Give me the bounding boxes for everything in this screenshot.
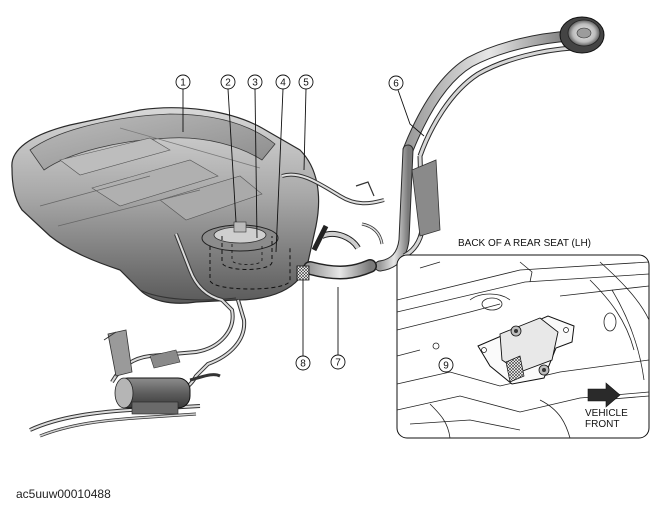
callout-9: 9 bbox=[438, 357, 454, 373]
vehicle-front-line-2: FRONT bbox=[585, 419, 620, 430]
callout-6: 6 bbox=[388, 75, 404, 91]
vehicle-front-label: VEHICLE FRONT bbox=[585, 408, 628, 430]
fuel-lines bbox=[29, 233, 247, 438]
svg-text:8: 8 bbox=[300, 359, 306, 370]
svg-text:5: 5 bbox=[303, 78, 309, 89]
callout-3: 3 bbox=[247, 74, 263, 90]
charcoal-canister bbox=[103, 329, 191, 415]
callout-7: 7 bbox=[330, 354, 346, 370]
inset-detail bbox=[396, 254, 650, 439]
inset-title: BACK OF A REAR SEAT (LH) bbox=[458, 238, 591, 249]
fuel-tank bbox=[11, 107, 320, 304]
inset-module bbox=[477, 315, 575, 385]
document-code: ac5uuw00010488 bbox=[16, 487, 111, 501]
svg-text:9: 9 bbox=[443, 361, 449, 372]
filler-hose bbox=[303, 224, 377, 280]
callout-1: 1 bbox=[175, 74, 191, 90]
vent-pipes bbox=[281, 172, 385, 245]
svg-text:3: 3 bbox=[252, 78, 258, 89]
svg-text:2: 2 bbox=[225, 78, 231, 89]
callout-2: 2 bbox=[220, 74, 236, 90]
hose-clamp bbox=[296, 265, 310, 281]
filler-neck bbox=[374, 16, 605, 272]
vehicle-front-arrow-icon bbox=[587, 382, 621, 408]
svg-text:1: 1 bbox=[180, 78, 186, 89]
callout-4: 4 bbox=[275, 74, 291, 90]
callout-8: 8 bbox=[295, 355, 311, 371]
callout-5: 5 bbox=[298, 74, 314, 90]
svg-text:4: 4 bbox=[280, 78, 286, 89]
svg-text:7: 7 bbox=[335, 358, 341, 369]
svg-text:6: 6 bbox=[393, 79, 399, 90]
vehicle-front-line-1: VEHICLE bbox=[585, 408, 628, 419]
